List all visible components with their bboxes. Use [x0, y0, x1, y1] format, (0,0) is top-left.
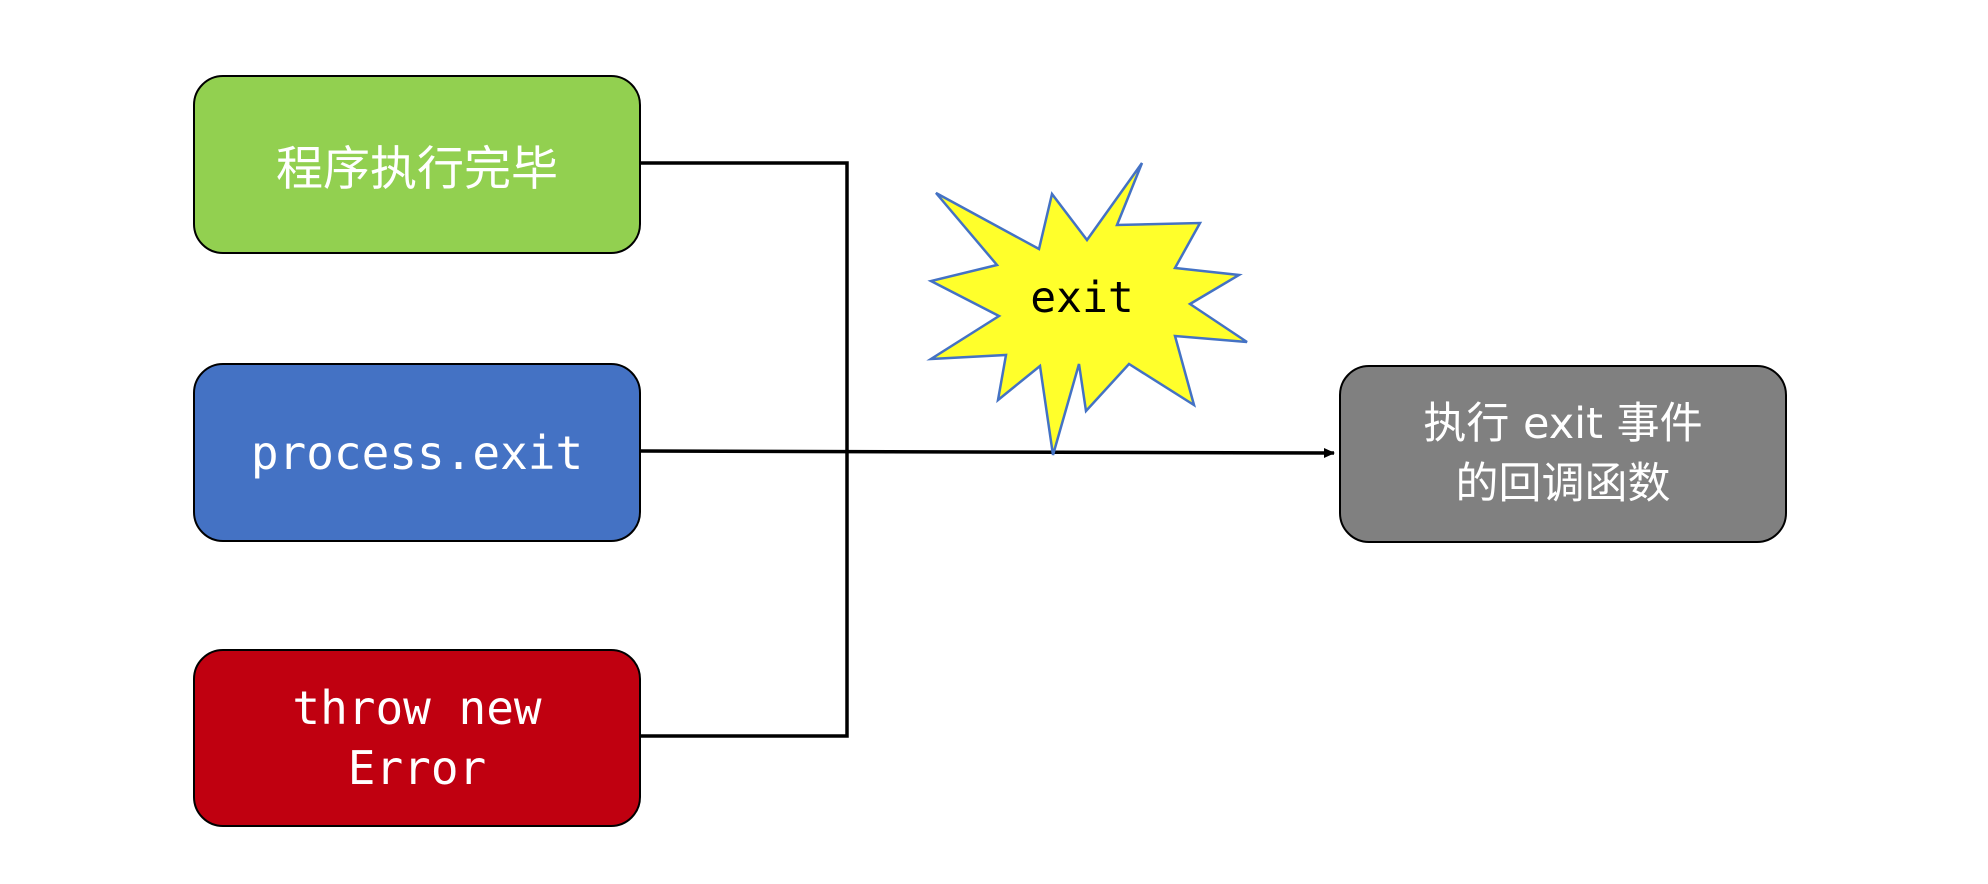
exit-callback-label: 执行 exit 事件 的回调函数: [1423, 399, 1703, 509]
exit-event-label: exit: [1030, 273, 1134, 323]
program-complete-label: 程序执行完毕: [276, 142, 558, 197]
program-complete-node: 程序执行完毕: [193, 75, 641, 254]
connector-program-complete: [641, 161, 849, 449]
process-exit-node: process.exit: [193, 363, 641, 542]
throw-error-label: throw new Error: [292, 681, 542, 795]
process-exit-label: process.exit: [250, 425, 584, 480]
exit-callback-node: 执行 exit 事件 的回调函数: [1339, 365, 1787, 543]
connector-throw-error: [641, 449, 849, 738]
exit-burst-shape: [926, 162, 1248, 456]
throw-error-node: throw new Error: [193, 649, 641, 827]
connector-process-exit: [640, 447, 1335, 458]
